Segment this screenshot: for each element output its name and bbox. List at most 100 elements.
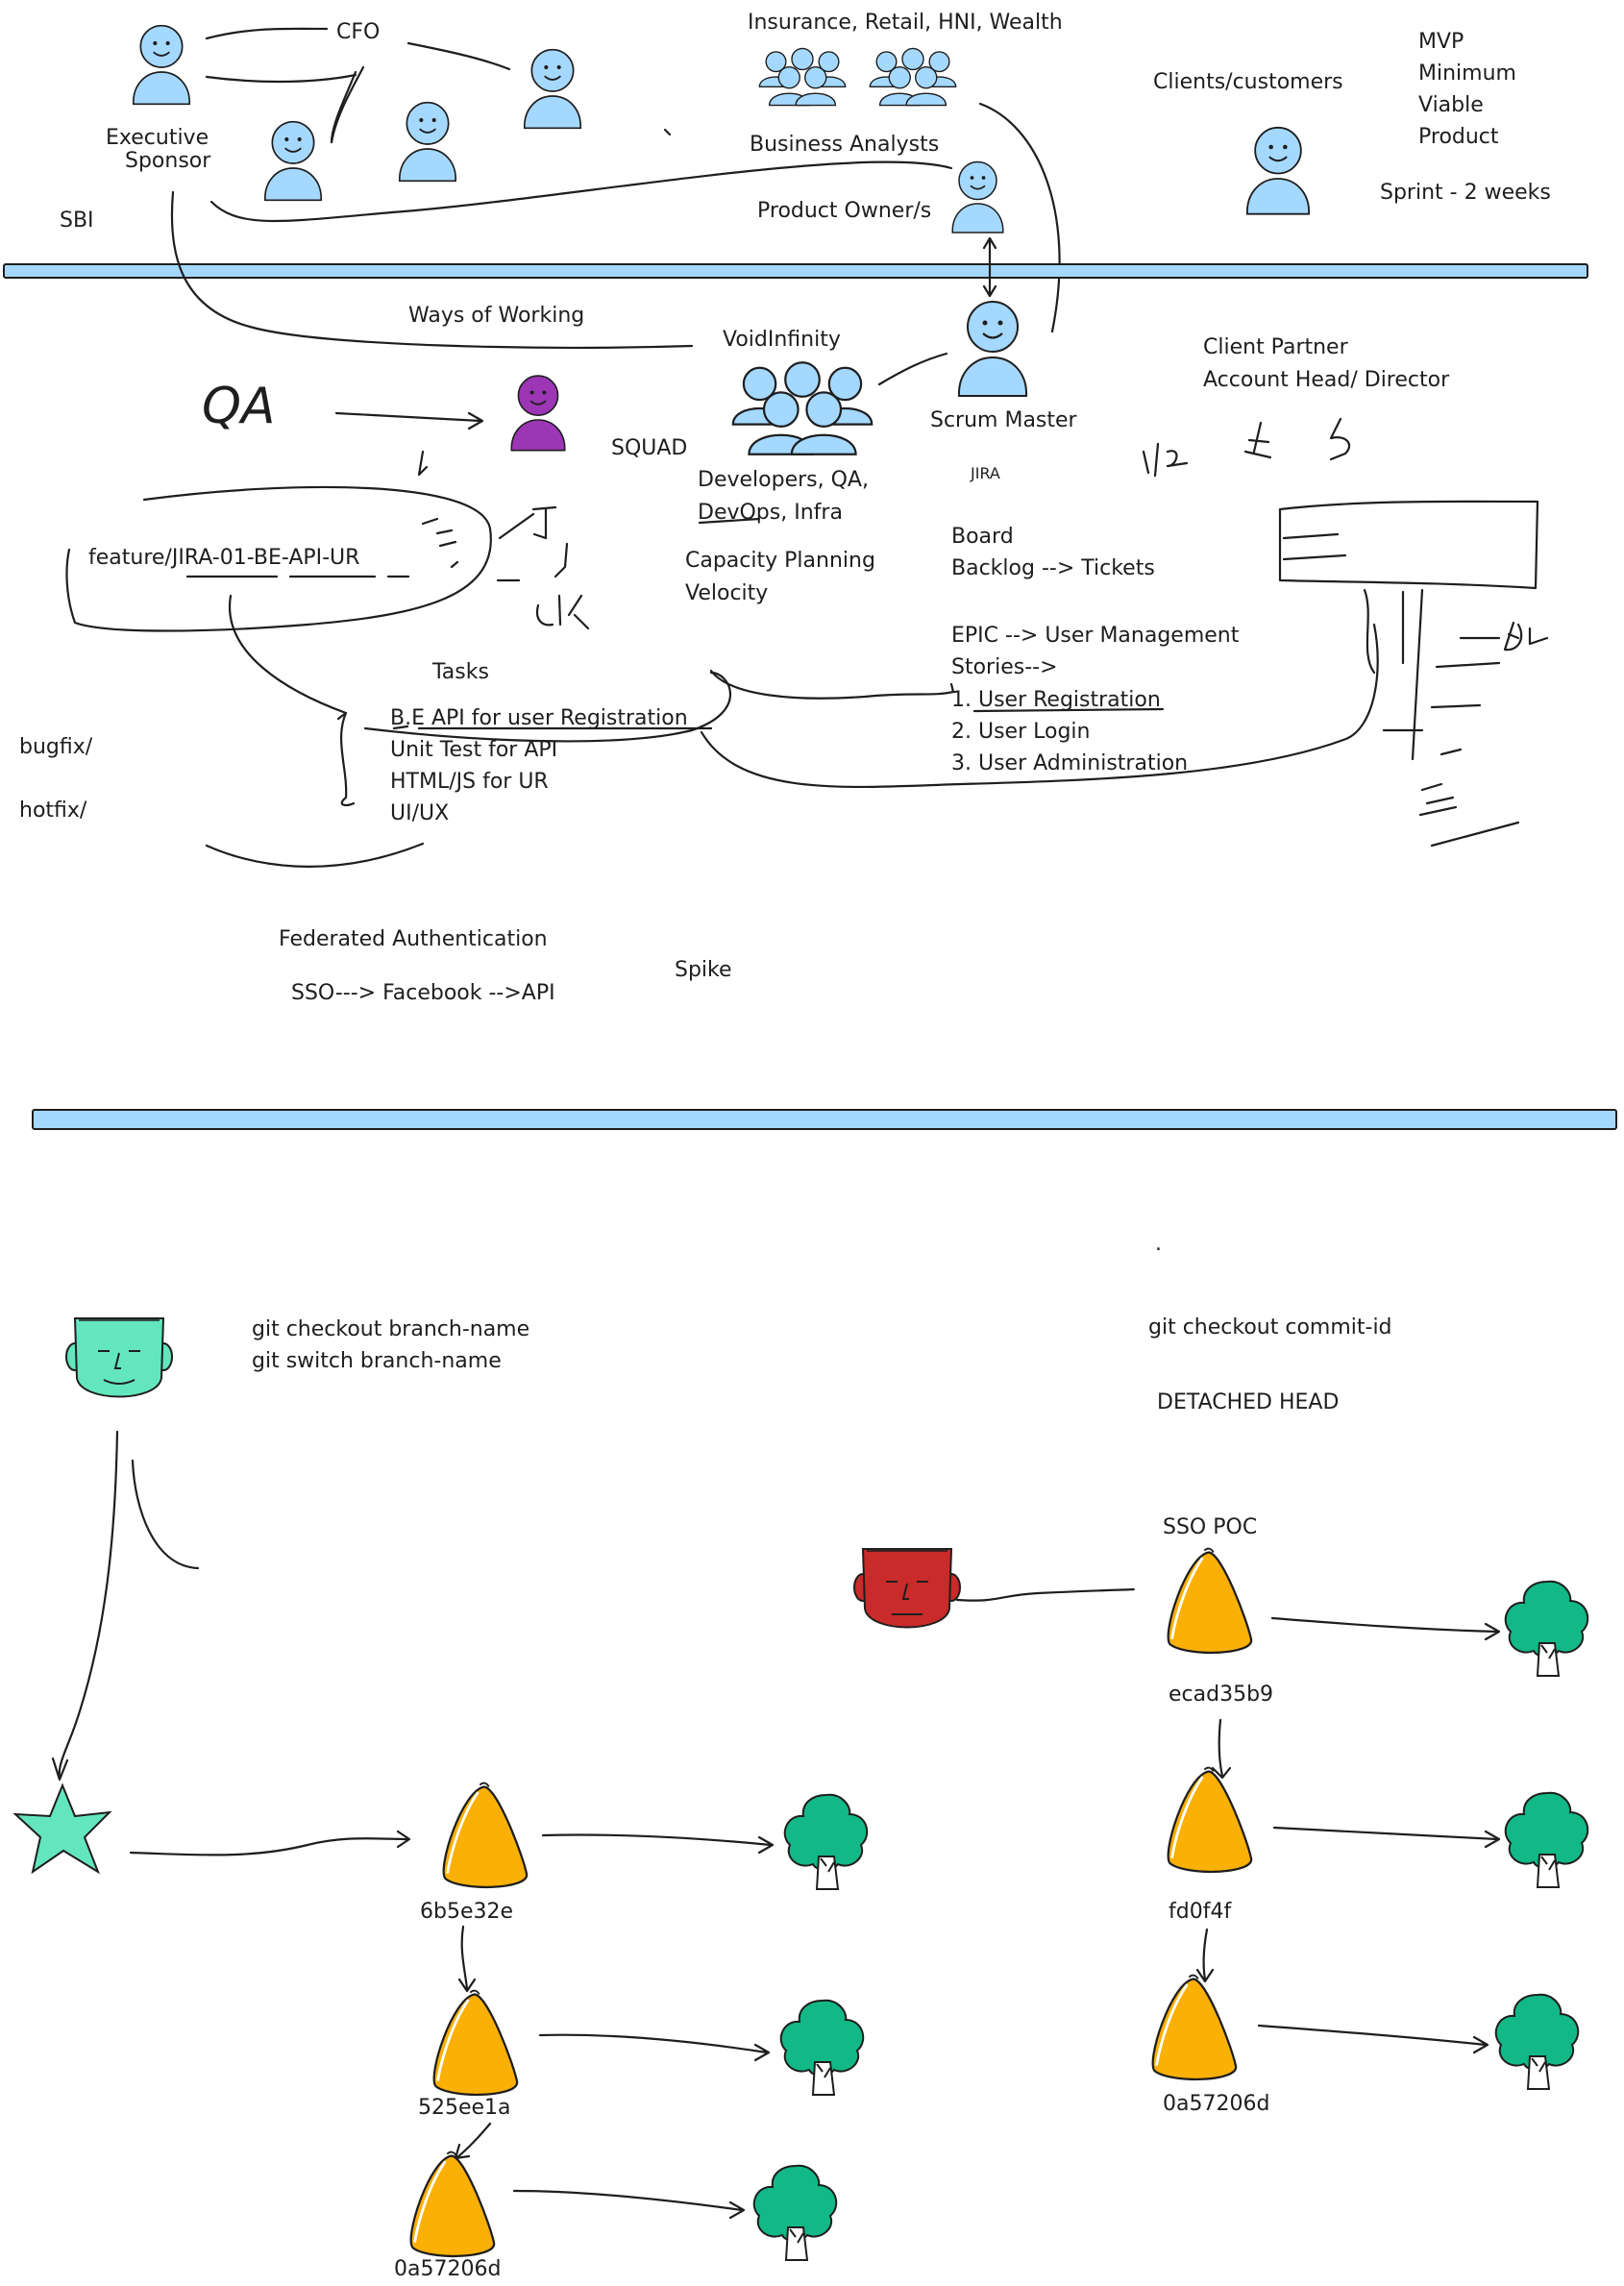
scribble	[417, 450, 429, 477]
executive-sponsor-label-2: Sponsor	[125, 149, 211, 173]
scribble	[1418, 782, 1520, 848]
board-label: Board	[951, 525, 1014, 549]
commit-to-tree-arrow	[1257, 2024, 1489, 2054]
commit-to-tree-arrow	[541, 1833, 775, 1855]
tree-icon	[752, 2164, 838, 2261]
tree-icon	[783, 1793, 869, 1890]
scribble	[1503, 621, 1549, 651]
clients-label: Clients/customers	[1153, 70, 1343, 94]
commit-to-tree-arrow	[538, 2033, 771, 2062]
connector-line	[209, 160, 953, 223]
team-label-1: Developers, QA,	[698, 468, 869, 492]
connector-line	[700, 623, 1379, 789]
head-pointer-arrow	[51, 1430, 119, 1782]
sbi-label: SBI	[60, 209, 94, 233]
dot-mark: .	[1155, 1232, 1162, 1256]
sso-flow-label: SSO---> Facebook -->API	[291, 981, 555, 1005]
backlog-label: Backlog --> Tickets	[951, 556, 1155, 580]
commit-parent-arrow	[457, 1925, 477, 1993]
mvp-line-4: Product	[1418, 125, 1499, 149]
section-divider	[32, 1109, 1617, 1130]
business-analysts-label: Business Analysts	[750, 133, 939, 157]
connector-line	[709, 669, 955, 700]
qa-handwritten-label: QA	[202, 378, 276, 435]
connector-line	[205, 73, 357, 84]
commit-id: ecad35b9	[1169, 1683, 1273, 1707]
stakeholder-person-icon	[523, 48, 582, 130]
task-item: B.E API for user Registration	[390, 706, 688, 730]
mvp-line-1: MVP	[1418, 30, 1464, 54]
executive-sponsor-label: Executive	[106, 126, 209, 150]
mvp-line-3: Viable	[1418, 93, 1484, 117]
segments-label: Insurance, Retail, HNI, Wealth	[748, 11, 1063, 35]
commit-id: fd0f4f	[1169, 1900, 1232, 1924]
account-head-label: Account Head/ Director	[1203, 368, 1450, 392]
commit-to-tree-arrow	[1272, 1826, 1501, 1849]
task-item: UI/UX	[390, 801, 449, 825]
story-item: 2. User Login	[951, 720, 1090, 744]
commit-to-tree-arrow	[1270, 1616, 1501, 1641]
tasks-title: Tasks	[431, 660, 489, 684]
epic-label: EPIC --> User Management	[951, 624, 1240, 648]
commit-id: 525ee1a	[418, 2096, 511, 2120]
tree-icon	[1504, 1791, 1589, 1888]
detached-head-pointer-icon	[853, 1548, 961, 1629]
board-sketch-lines	[1282, 532, 1501, 761]
product-owner-label: Product Owner/s	[757, 199, 931, 223]
bugfix-label: bugfix/	[19, 735, 93, 759]
commit-id: 0a57206d	[1163, 2092, 1269, 2116]
mvp-line-2: Minimum	[1418, 61, 1516, 86]
commit-icon	[409, 2151, 496, 2258]
scribble	[421, 505, 590, 630]
commit-icon	[1167, 1547, 1253, 1655]
commit-parent-arrow	[454, 2122, 492, 2160]
client-partner-label: Client Partner	[1203, 335, 1349, 359]
stories-label: Stories-->	[951, 655, 1058, 679]
business-analyst-group-icon	[869, 47, 957, 107]
squad-label: SQUAD	[611, 436, 687, 460]
underline	[972, 707, 1165, 713]
tree-icon	[779, 1999, 865, 2096]
star-icon	[12, 1782, 112, 1875]
sprint-label: Sprint - 2 weeks	[1380, 181, 1551, 205]
qa-person-icon	[510, 374, 566, 452]
connector-line	[363, 671, 732, 743]
qa-arrow	[334, 411, 484, 430]
connector-arrow	[982, 236, 997, 298]
cfo-label: CFO	[336, 20, 380, 44]
commit-icon	[432, 1989, 519, 2097]
connector-line	[978, 102, 1061, 333]
scribble	[1142, 417, 1351, 478]
connector-line	[170, 190, 694, 349]
ways-of-working-label: Ways of Working	[408, 304, 584, 328]
connector-line	[131, 1459, 200, 1570]
squad-group-icon	[731, 361, 874, 455]
connector-line	[406, 41, 511, 71]
tree-icon	[1494, 1993, 1580, 2090]
commit-parent-arrow	[1211, 1718, 1232, 1780]
connector-line	[205, 842, 425, 868]
task-item: HTML/JS for UR	[390, 770, 549, 794]
voidinfinity-label: VoidInfinity	[723, 328, 841, 352]
stakeholder-person-icon	[263, 120, 323, 202]
commit-parent-arrow	[1195, 1928, 1215, 1983]
connector-line	[663, 128, 672, 136]
task-item: Unit Test for API	[390, 738, 557, 762]
commit-icon	[1151, 1974, 1238, 2081]
commit-to-tree-arrow	[512, 2189, 746, 2220]
connector-line	[330, 70, 357, 144]
capacity-planning-label: Capacity Planning	[685, 549, 875, 573]
commit-id: 6b5e32e	[420, 1900, 513, 1924]
head-to-commit-line	[955, 1587, 1135, 1602]
feature-branch-outline	[65, 485, 492, 632]
hotfix-label: hotfix/	[19, 799, 87, 823]
connector-line	[205, 27, 329, 40]
scrum-master-label: Scrum Master	[930, 408, 1078, 432]
detached-head-label: DETACHED HEAD	[1157, 1390, 1339, 1414]
commit-icon	[1167, 1766, 1253, 1874]
velocity-label: Velocity	[685, 581, 768, 605]
product-owner-person-icon	[951, 160, 1004, 234]
executive-sponsor-person-icon	[132, 24, 191, 106]
scrum-master-person-icon	[957, 300, 1028, 398]
